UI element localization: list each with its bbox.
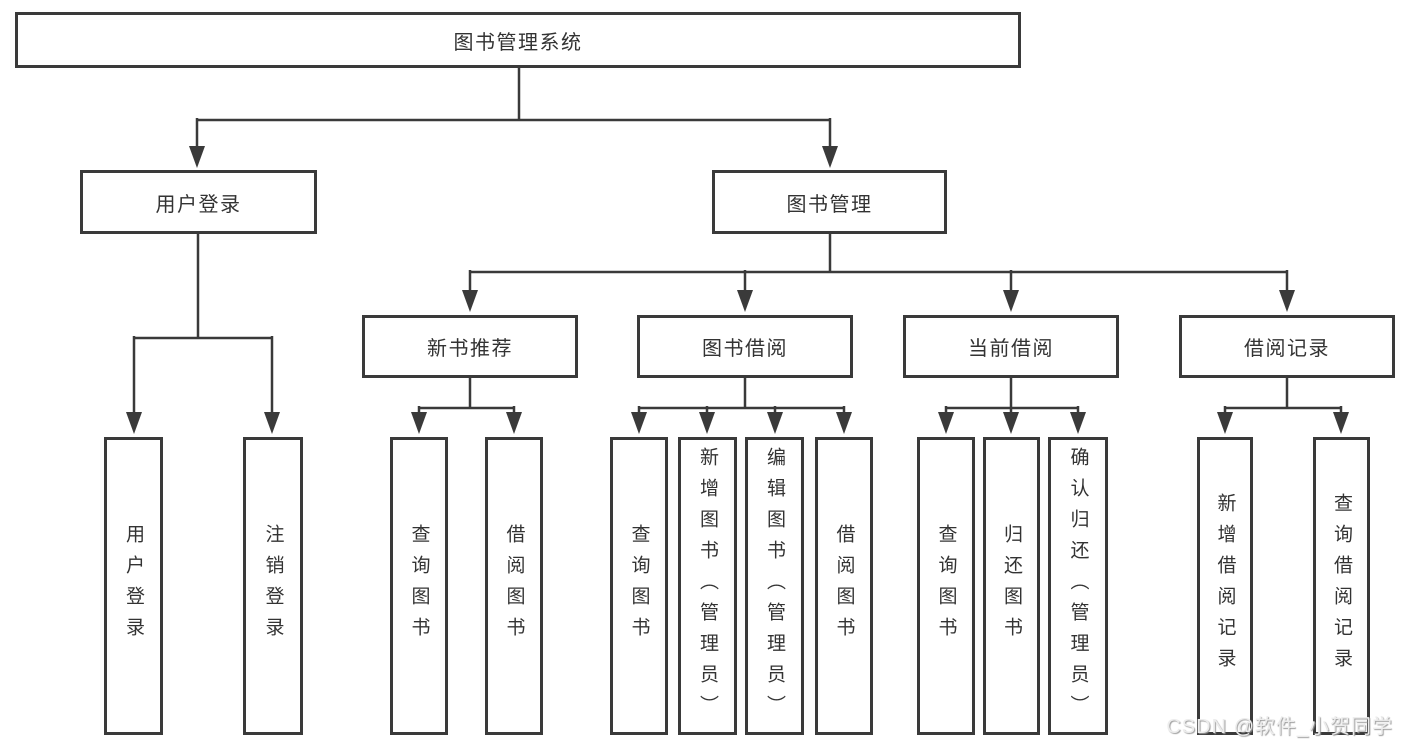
node-borrow-edit-books-admin: 编辑图书（管理员） [745, 437, 804, 735]
connector-book-mgmt-to-level3 [468, 234, 1289, 294]
node-logout: 注销登录 [243, 437, 303, 735]
arrow-down-icon [462, 290, 478, 312]
arrow-down-icon [699, 412, 715, 434]
arrowheads [126, 146, 1349, 434]
node-label: 新增图书（管理员） [697, 446, 718, 726]
arrow-down-icon [189, 146, 205, 168]
arrow-down-icon [767, 412, 783, 434]
connector-recommend-to-children [417, 378, 516, 416]
node-label: 查询图书 [628, 524, 650, 648]
node-label: 用户登录 [123, 524, 144, 648]
node-label: 查询图书 [408, 524, 430, 648]
node-label: 查询图书 [935, 524, 957, 648]
node-new-book-recommendation: 新书推荐 [362, 315, 578, 378]
node-system: 图书管理系统 [15, 12, 1021, 68]
node-borrow-add-books-admin: 新增图书（管理员） [678, 437, 737, 735]
arrow-down-icon [938, 412, 954, 434]
node-label: 编辑图书（管理员） [764, 446, 785, 726]
arrow-down-icon [126, 412, 142, 434]
node-book-management: 图书管理 [712, 170, 947, 234]
node-label: 用户登录 [155, 193, 242, 216]
node-label: 注销登录 [262, 524, 284, 648]
node-user-login: 用户登录 [80, 170, 317, 234]
node-label: 借阅记录 [1244, 338, 1330, 360]
node-borrowing-records: 借阅记录 [1179, 315, 1395, 378]
arrow-down-icon [411, 412, 427, 434]
node-current-query-books: 查询图书 [917, 437, 975, 735]
connector-borrow-to-children [637, 378, 846, 416]
node-recommend-query-books: 查询图书 [390, 437, 448, 735]
node-borrow-borrow-books: 借阅图书 [815, 437, 873, 735]
arrow-down-icon [737, 290, 753, 312]
node-label: 新书推荐 [427, 338, 513, 360]
arrow-down-icon [1217, 412, 1233, 434]
node-label: 归还图书 [1001, 524, 1022, 648]
node-recommend-borrow-books: 借阅图书 [485, 437, 543, 735]
connector-user-login-to-children [132, 234, 274, 416]
node-label: 借阅图书 [833, 524, 855, 648]
node-records-query-record: 查询借阅记录 [1313, 437, 1370, 735]
node-label: 新增借阅记录 [1214, 493, 1236, 679]
arrow-down-icon [822, 146, 838, 168]
arrow-down-icon [264, 412, 280, 434]
arrow-down-icon [836, 412, 852, 434]
node-book-borrowing: 图书借阅 [637, 315, 853, 378]
node-current-confirm-return-admin: 确认归还（管理员） [1048, 437, 1108, 735]
node-current-borrowing: 当前借阅 [903, 315, 1119, 378]
arrow-down-icon [1070, 412, 1086, 434]
arrow-down-icon [1003, 290, 1019, 312]
arrow-down-icon [506, 412, 522, 434]
arrow-down-icon [631, 412, 647, 434]
node-label: 图书管理 [786, 193, 873, 216]
node-label: 查询借阅记录 [1331, 493, 1352, 679]
node-label: 当前借阅 [968, 338, 1054, 360]
node-label: 借阅图书 [503, 524, 525, 648]
connector-current-to-children [944, 378, 1080, 416]
connector-records-to-children [1223, 378, 1343, 416]
csdn-watermark: CSDN @软件_小贺同学 [1166, 716, 1393, 738]
node-label: 确认归还（管理员） [1067, 446, 1089, 726]
connector-root-to-level2 [195, 68, 832, 150]
node-label: 图书管理系统 [453, 31, 583, 54]
node-user-login-leaf: 用户登录 [104, 437, 163, 735]
node-label: 图书借阅 [702, 338, 788, 360]
node-current-return-books: 归还图书 [983, 437, 1040, 735]
arrow-down-icon [1003, 412, 1019, 434]
node-borrow-query-books: 查询图书 [610, 437, 668, 735]
arrow-down-icon [1333, 412, 1349, 434]
arrow-down-icon [1279, 290, 1295, 312]
node-records-add-record: 新增借阅记录 [1197, 437, 1253, 735]
